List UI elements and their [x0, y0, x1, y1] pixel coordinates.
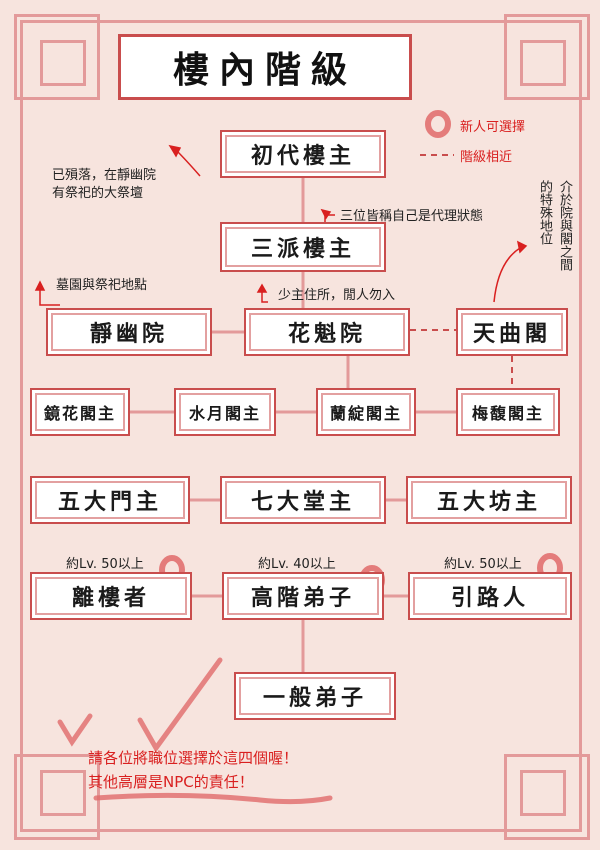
bottom-message-line2: 其他高層是NPC的責任！ [88, 773, 254, 791]
note-huakui: 少主住所，閒人勿入 [278, 288, 396, 303]
note-founder-line2: 有祭祀的大祭壇 [52, 186, 144, 201]
corner-deco-tl-inner [40, 40, 86, 86]
node-leaver: 離樓者 [30, 572, 192, 620]
node-lanzhan: 蘭綻閣主 [316, 388, 416, 436]
node-five-gates: 五大門主 [30, 476, 190, 524]
node-huakui: 花魁院 [244, 308, 410, 356]
bottom-message: 請各位將職位選擇於這四個喔！ 其他高層是NPC的責任！ [88, 746, 298, 794]
node-three-sects: 三派樓主 [220, 222, 386, 272]
node-jingyou: 靜幽院 [46, 308, 212, 356]
corner-deco-bl-inner [40, 770, 86, 816]
level-guide: 約Lv. 50以上 [444, 557, 522, 572]
legend-selectable: 新人可選擇 [460, 120, 526, 135]
node-seven-halls: 七大堂主 [220, 476, 386, 524]
node-founder: 初代樓主 [220, 130, 386, 178]
note-founder-line1: 已殞落，在靜幽院 [52, 168, 157, 183]
node-shuiyue: 水月閣主 [174, 388, 276, 436]
node-guide: 引路人 [408, 572, 572, 620]
corner-deco-tr-inner [520, 40, 566, 86]
level-senior: 約Lv. 40以上 [258, 557, 336, 572]
node-five-workshops: 五大坊主 [406, 476, 572, 524]
corner-deco-br-inner [520, 770, 566, 816]
page-title: 樓內階級 [118, 34, 412, 100]
node-tianqu: 天曲閣 [456, 308, 568, 356]
bottom-message-line1: 請各位將職位選擇於這四個喔！ [88, 749, 299, 767]
note-three-sects: 三位皆稱自己是代理狀態 [340, 209, 484, 224]
outer-frame [20, 20, 582, 832]
level-leaver: 約Lv. 50以上 [66, 557, 144, 572]
corner-deco-tr [504, 14, 590, 100]
note-tianqu-col2: 的特殊地位 [537, 180, 552, 245]
corner-deco-tl [14, 14, 100, 100]
note-tianqu-col1: 介於院與閣之間 [557, 180, 572, 271]
node-senior: 高階弟子 [222, 572, 384, 620]
node-jinghua: 鏡花閣主 [30, 388, 130, 436]
node-general: 一般弟子 [234, 672, 396, 720]
corner-deco-br [504, 754, 590, 840]
note-jingyou: 墓園與祭祀地點 [56, 278, 148, 293]
node-meifu: 梅馥閣主 [456, 388, 560, 436]
legend-related: 階級相近 [460, 150, 513, 165]
